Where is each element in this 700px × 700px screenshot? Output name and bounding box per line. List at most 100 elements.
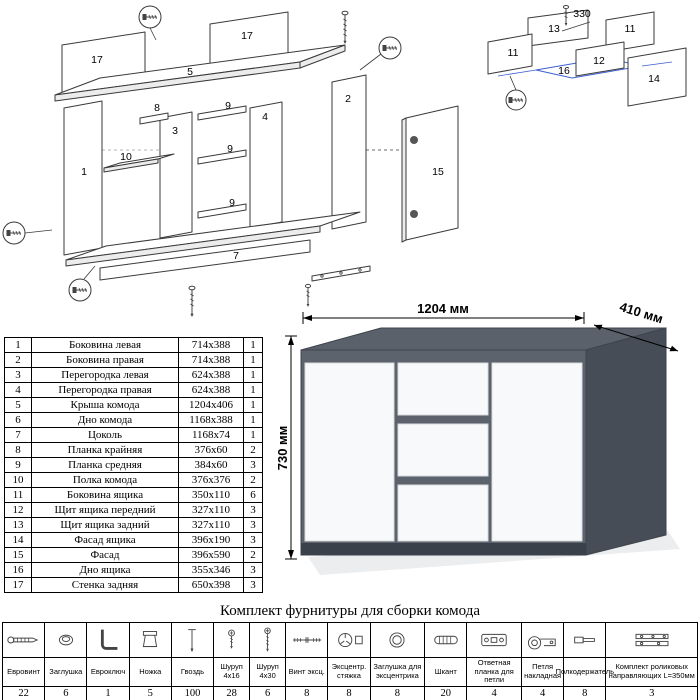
parts-cell-num: 9 [4, 457, 32, 473]
hardware-item-qty: 8 [328, 685, 370, 700]
part-side-right [331, 74, 367, 230]
chest-plinth [301, 543, 586, 555]
parts-cell-name: Цоколь [31, 427, 179, 443]
parts-cell-size: 396x190 [178, 532, 244, 548]
fastener-callout-icon [2, 221, 53, 245]
hinge-icon [522, 623, 563, 657]
parts-cell-num: 4 [4, 382, 32, 398]
hardware-item-label: Евровинт [3, 657, 45, 686]
drawer-front [397, 484, 489, 542]
screw-icon [188, 285, 196, 317]
part-rail [197, 149, 247, 165]
dowel-screw-icon [286, 623, 327, 657]
parts-cell-name: Крыша комода [31, 397, 179, 413]
part-number-callout: 17 [241, 30, 253, 42]
hardware-item-qty: 20 [425, 685, 467, 700]
part-number-callout: 9 [227, 143, 233, 155]
parts-cell-num: 13 [4, 517, 32, 533]
parts-cell-name: Перегородка левая [31, 367, 179, 383]
cam-cap-icon [371, 623, 425, 657]
hardware-item-label: Евроключ [87, 657, 129, 686]
parts-cell-qty: 1 [243, 367, 263, 383]
parts-cell-num: 3 [4, 367, 32, 383]
parts-cell-size: 714x388 [178, 337, 244, 353]
part-number-callout: 14 [648, 73, 660, 85]
part-drawer-side [605, 11, 655, 53]
parts-cell-size: 376x60 [178, 442, 244, 458]
part-number-callout: 7 [233, 250, 239, 262]
parts-cell-num: 10 [4, 472, 32, 488]
part-number-callout: 8 [154, 102, 160, 114]
part-number-callout: 12 [593, 55, 605, 67]
depth-label: 410 мм [618, 303, 665, 326]
parts-cell-num: 6 [4, 412, 32, 428]
parts-cell-size: 1168x388 [178, 412, 244, 428]
door-front-right [491, 362, 583, 542]
part-plinth [99, 239, 311, 281]
parts-cell-size: 624x388 [178, 382, 244, 398]
parts-cell-qty: 1 [243, 412, 263, 428]
foot-icon [130, 623, 171, 657]
parts-cell-name: Перегородка правая [31, 382, 179, 398]
parts-cell-name: Щит ящика задний [31, 517, 179, 533]
parts-cell-size: 327x110 [178, 502, 244, 518]
parts-cell-num: 15 [4, 547, 32, 563]
part-number-callout: 11 [625, 23, 636, 35]
parts-cell-size: 1204x406 [178, 397, 244, 413]
drawer-front [397, 362, 489, 416]
fastener-callout-icon [68, 265, 96, 302]
drawer-slides-icon [606, 623, 697, 657]
width-dimension: 1204 мм [302, 303, 585, 324]
hardware-item-qty: 4 [521, 685, 564, 700]
hardware-item-label: Шуруп 4x30 [250, 657, 286, 686]
parts-cell-qty: 2 [243, 472, 263, 488]
part-number-callout: 15 [432, 166, 444, 178]
hardware-item-qty: 8 [564, 685, 606, 700]
parts-cell-name: Фасад ящика [31, 532, 179, 548]
fastener-callout-icon [138, 5, 162, 41]
chest-side-face [585, 327, 667, 556]
plug-icon [45, 623, 86, 657]
hardware-item-qty: 22 [3, 685, 45, 700]
parts-cell-name: Щит ящика передний [31, 502, 179, 518]
part-number-callout: 3 [172, 125, 178, 137]
parts-cell-num: 7 [4, 427, 32, 443]
hardware-item-label: Ножка [129, 657, 171, 686]
hardware-item-label: Полкодержатель [556, 657, 614, 686]
parts-cell-name: Планка крайняя [31, 442, 179, 458]
parts-cell-qty: 6 [243, 487, 263, 503]
width-label: 1204 мм [417, 303, 469, 316]
part-number-callout: 9 [229, 197, 235, 209]
parts-cell-qty: 1 [243, 397, 263, 413]
part-rail [139, 112, 169, 125]
part-rail [197, 203, 247, 219]
fastener-callout-icon [359, 36, 402, 71]
parts-cell-qty: 1 [243, 382, 263, 398]
screw-small-icon [214, 623, 249, 657]
height-label: 730 мм [278, 426, 290, 471]
part-divider-left [159, 111, 193, 239]
hardware-item-dowel-screw: Винт эксц.8 [285, 623, 328, 700]
parts-cell-size: 1168x74 [178, 427, 244, 443]
parts-cell-qty: 2 [243, 547, 263, 563]
parts-cell-qty: 1 [243, 427, 263, 443]
drawer-front [397, 423, 489, 477]
